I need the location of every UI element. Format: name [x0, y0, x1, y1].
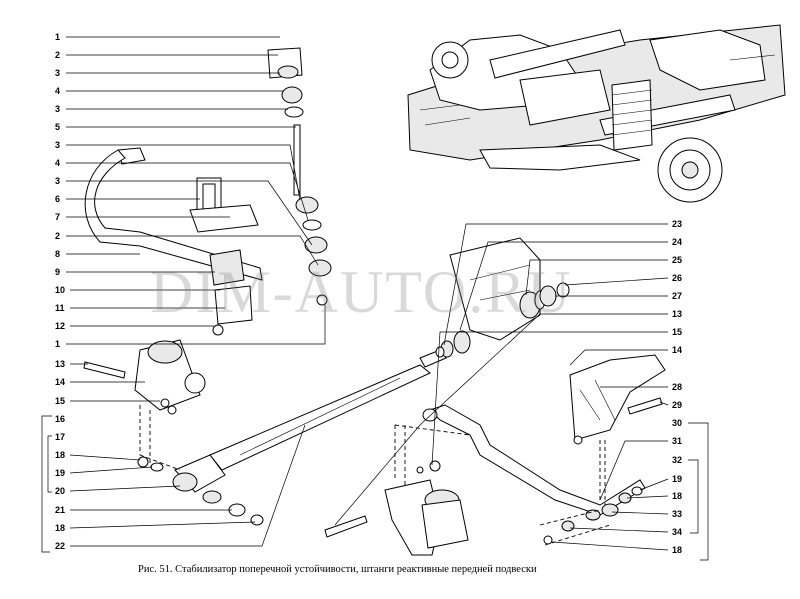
callout-2: 2 — [55, 231, 60, 241]
watermark: DIM-AUTO.RU — [150, 259, 573, 325]
stabilizer-bar-bottom — [324, 354, 666, 556]
callout-18: 18 — [55, 523, 65, 533]
callout-15: 15 — [672, 327, 682, 337]
callout-2: 2 — [55, 50, 60, 60]
frame-bracket-right — [435, 237, 570, 358]
reactive-rod — [83, 339, 447, 526]
callout-18: 18 — [672, 491, 682, 501]
callout-20: 20 — [55, 486, 65, 496]
callout-17: 17 — [55, 432, 65, 442]
callout-1: 1 — [55, 339, 60, 349]
callout-30: 30 — [672, 418, 682, 428]
callout-8: 8 — [55, 249, 60, 259]
callout-3: 3 — [55, 104, 60, 114]
callout-28: 28 — [672, 382, 682, 392]
callout-14: 14 — [672, 345, 682, 355]
callout-18: 18 — [55, 450, 65, 460]
callout-4: 4 — [55, 158, 60, 168]
callout-27: 27 — [672, 291, 682, 301]
callout-16: 16 — [55, 414, 65, 424]
callout-7: 7 — [55, 212, 60, 222]
callout-32: 32 — [672, 455, 682, 465]
callouts-right: 23 24 25 26 27 13 15 14 28 29 30 31 19 3… — [334, 219, 709, 561]
callout-24: 24 — [672, 237, 682, 247]
callout-19: 19 — [672, 474, 682, 484]
callout-23: 23 — [672, 219, 682, 229]
callout-9: 9 — [55, 267, 60, 277]
callout-22: 22 — [55, 541, 65, 551]
callout-11: 11 — [55, 303, 65, 313]
callout-5: 5 — [55, 122, 60, 132]
callout-10: 10 — [55, 285, 65, 295]
callout-6: 6 — [55, 194, 60, 204]
callout-25: 25 — [672, 255, 682, 265]
callout-34: 34 — [672, 527, 682, 537]
callout-12: 12 — [55, 321, 65, 331]
callout-3: 3 — [55, 176, 60, 186]
callout-26: 26 — [672, 273, 682, 283]
callout-3: 3 — [55, 140, 60, 150]
chassis-illustration — [407, 24, 786, 203]
callout-13: 13 — [672, 309, 682, 319]
callout-18: 18 — [672, 545, 682, 555]
callout-15: 15 — [55, 396, 65, 406]
callout-4: 4 — [55, 86, 60, 96]
callout-21: 21 — [55, 505, 65, 515]
callout-33: 33 — [672, 509, 682, 519]
callout-1: 1 — [55, 32, 60, 42]
callouts-left: 1 2 3 4 3 5 3 4 3 6 7 2 8 9 10 11 12 1 — [41, 32, 326, 553]
callout-13: 13 — [55, 359, 65, 369]
callout-31: 31 — [672, 436, 682, 446]
callout-29: 29 — [672, 400, 682, 410]
figure-caption: Рис. 51. Стабилизатор поперечной устойчи… — [138, 564, 537, 575]
callout-19: 19 — [55, 468, 65, 478]
callout-14: 14 — [55, 377, 65, 387]
callout-3: 3 — [55, 68, 60, 78]
